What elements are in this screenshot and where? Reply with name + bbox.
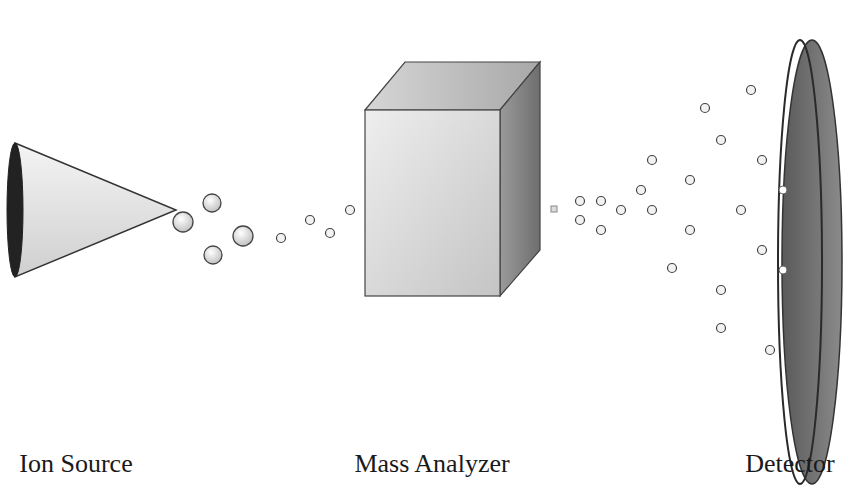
- component-label: Ion Source: [19, 448, 132, 479]
- ion-dot: [766, 346, 775, 355]
- separated-ions: [576, 86, 775, 355]
- ion-dot: [617, 206, 626, 215]
- ion-source-cone: [7, 143, 176, 277]
- ion-dot: [648, 206, 657, 215]
- ion-dot: [717, 286, 726, 295]
- component-label: Mass Analyzer: [354, 448, 509, 479]
- ion-dot: [737, 206, 746, 215]
- ion-dot: [747, 86, 756, 95]
- large-ions: [173, 194, 253, 264]
- small-ions: [277, 206, 355, 243]
- ion-dot: [597, 197, 606, 206]
- ion-dot: [717, 136, 726, 145]
- ion-dot: [637, 186, 646, 195]
- mass-analyzer-cube: [365, 62, 557, 296]
- ion-dot: [758, 156, 767, 165]
- ion-dot: [701, 104, 710, 113]
- ion-dot: [686, 176, 695, 185]
- ion-dot: [576, 197, 585, 206]
- ion-hit: [779, 266, 787, 274]
- ion-dot: [717, 324, 726, 333]
- ion-dot: [597, 226, 606, 235]
- detector-disc: [778, 40, 842, 484]
- ion-dot: [686, 226, 695, 235]
- detector-hits: [779, 186, 787, 274]
- component-label: Detector: [745, 448, 835, 479]
- ion-dot: [758, 246, 767, 255]
- ion-hit: [779, 186, 787, 194]
- ion-dot: [668, 264, 677, 273]
- ion-dot: [576, 216, 585, 225]
- ion-dot: [648, 156, 657, 165]
